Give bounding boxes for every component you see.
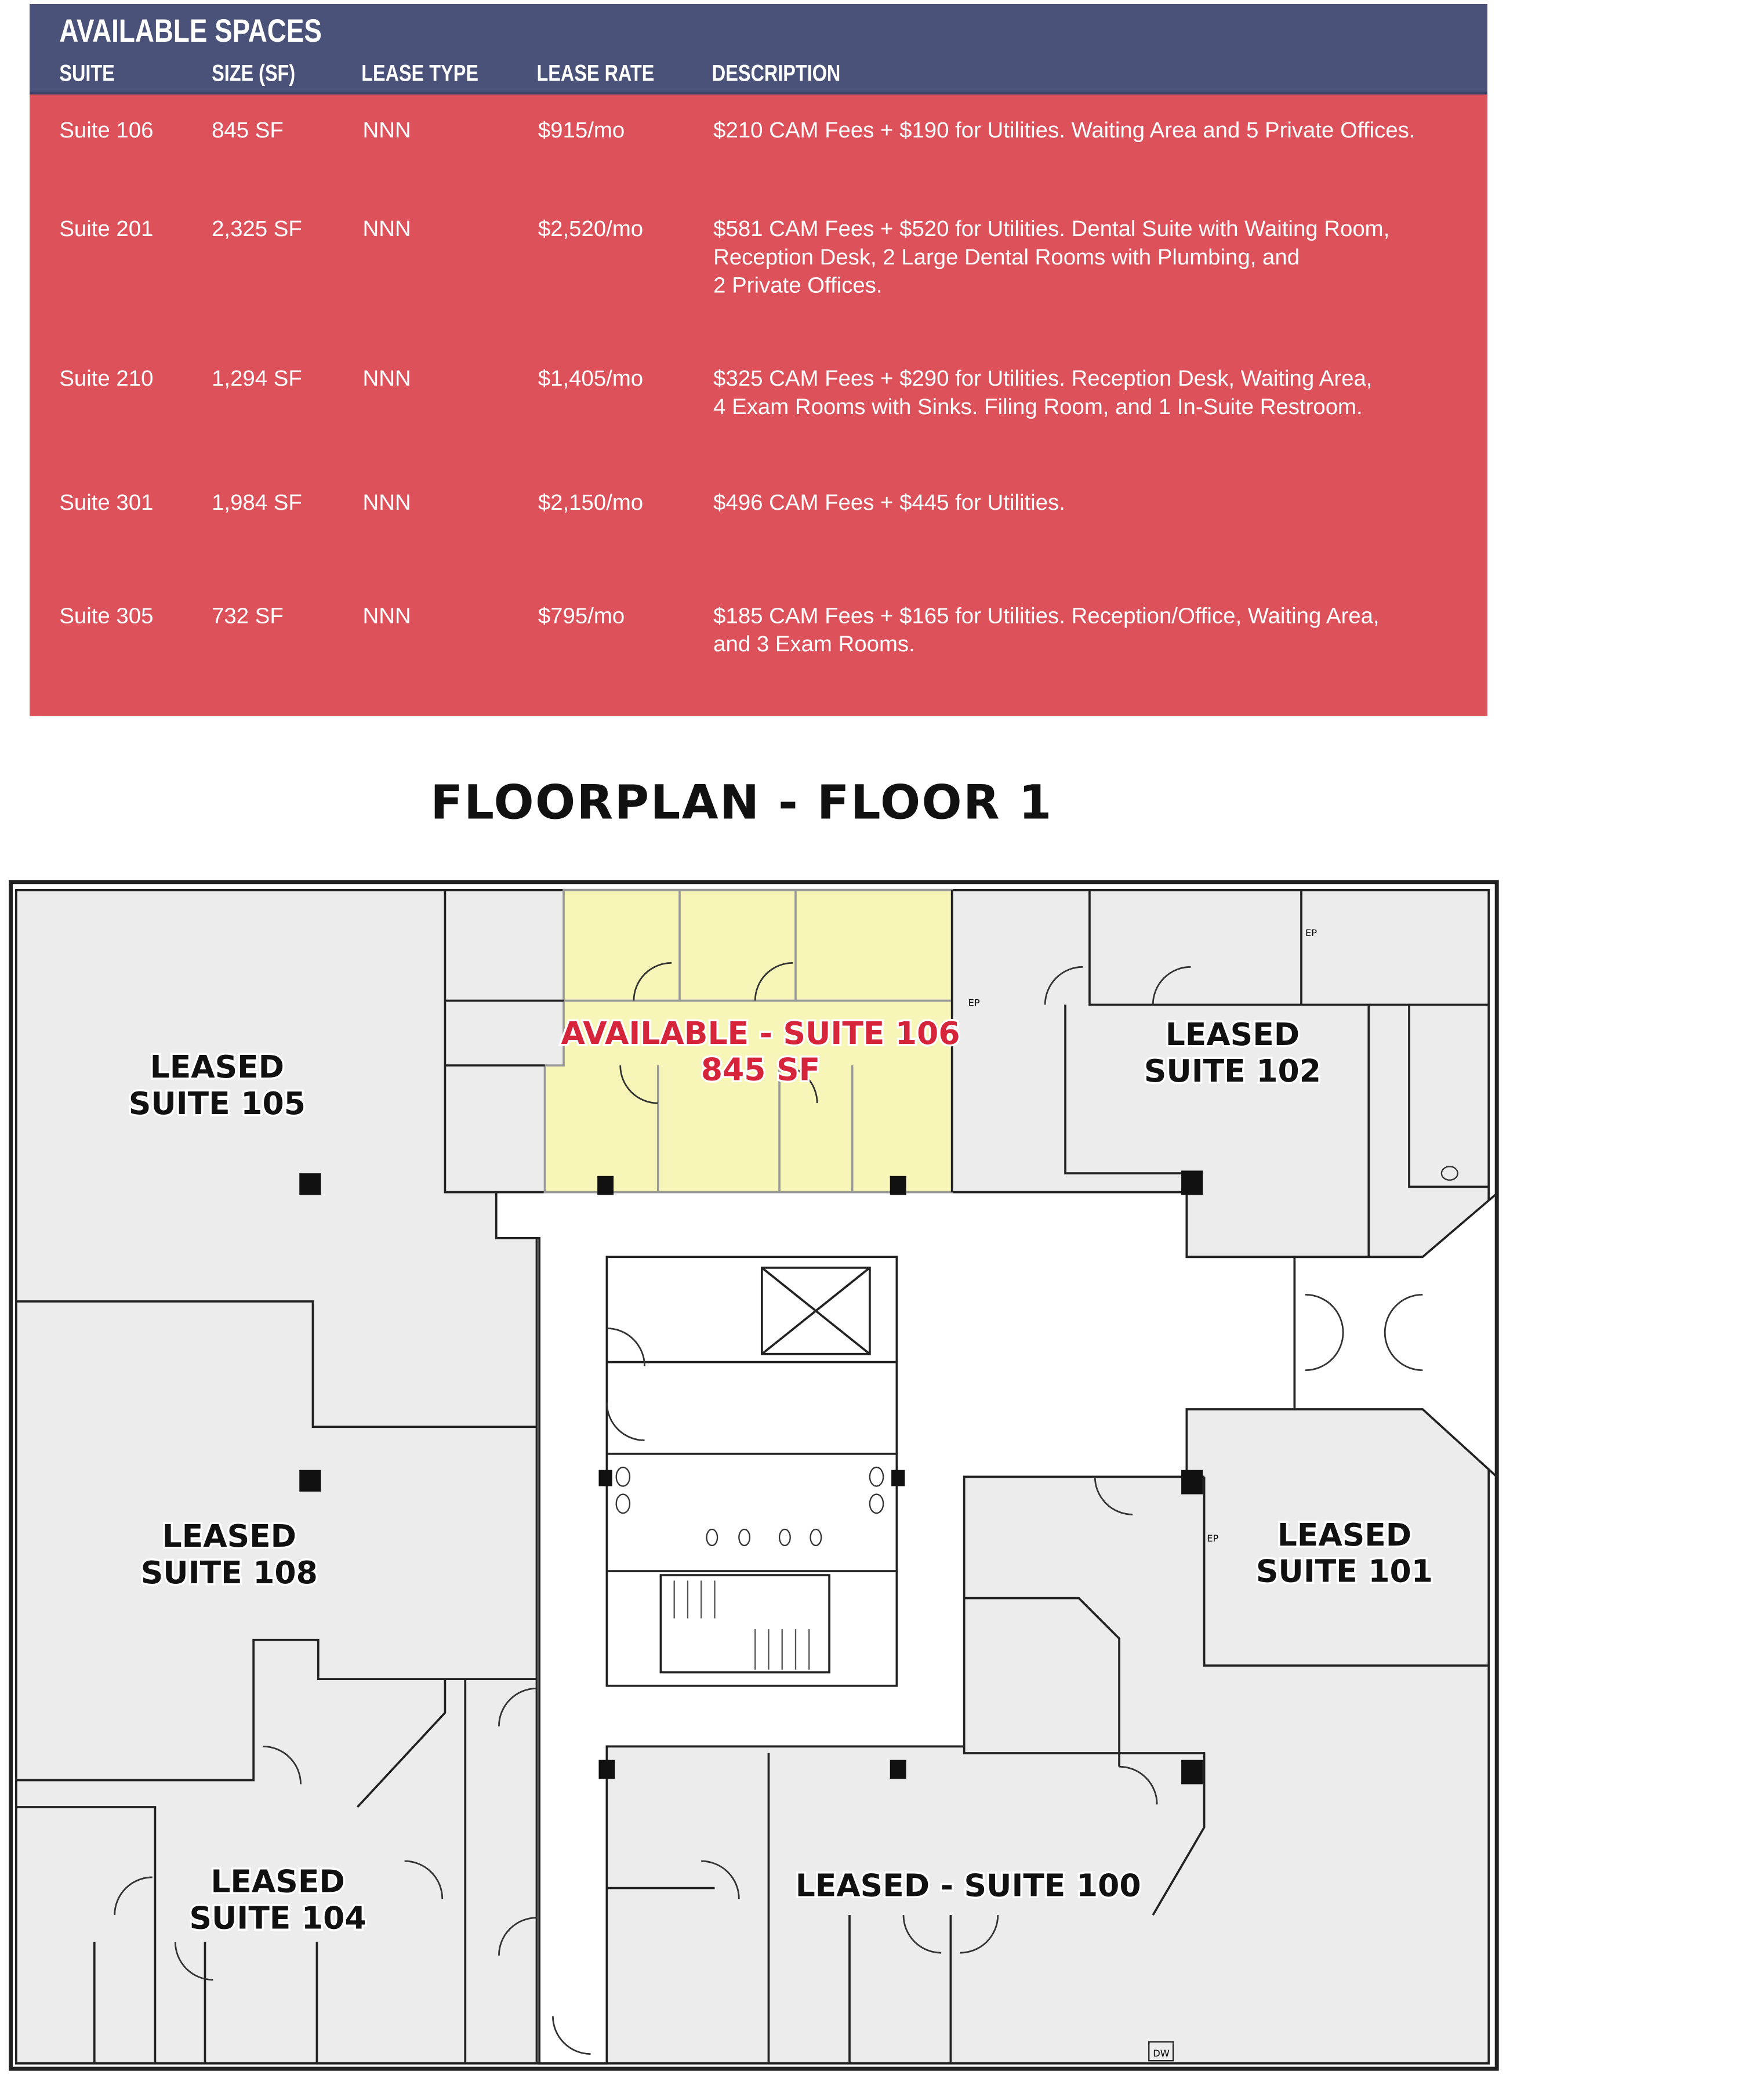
suite-108-label: SUITE 108 [141, 1554, 318, 1591]
suite-105-status: LEASED [150, 1049, 284, 1085]
suite-106-label: AVAILABLE - SUITE 106 [561, 1015, 960, 1051]
column-lease-rate: LEASE RATE [536, 60, 655, 86]
size-cell: 732 SF [212, 604, 284, 629]
structural-columns [299, 1170, 1203, 1785]
dw-label: DW [1153, 2048, 1170, 2059]
lease-rate-cell: $2,520/mo [538, 217, 644, 242]
description-cell: $325 CAM Fees + $290 for Utilities. Rece… [713, 367, 1373, 420]
suite-102-label: SUITE 102 [1144, 1053, 1321, 1089]
ep-label: EP [968, 998, 980, 1009]
column-suite: SUITE [59, 60, 115, 86]
table-title: AVAILABLE SPACES [59, 13, 322, 50]
lease-rate-cell: $2,150/mo [538, 491, 644, 516]
suite-105-label: SUITE 105 [129, 1085, 306, 1122]
suite-104-status: LEASED [210, 1863, 344, 1900]
suite-101-label: SUITE 101 [1256, 1553, 1433, 1590]
size-cell: 2,325 SF [212, 217, 302, 242]
description-cell: $496 CAM Fees + $445 for Utilities. [713, 491, 1065, 516]
suite-108-status: LEASED [162, 1518, 296, 1554]
description-cell: $185 CAM Fees + $165 for Utilities. Rece… [713, 604, 1380, 657]
floorplan-title: FLOORPLAN - FLOOR 1 [430, 777, 1053, 831]
suite-102-status: LEASED [1166, 1016, 1300, 1053]
suite-cell: Suite 305 [59, 604, 154, 629]
table-header: AVAILABLE SPACES SUITE SIZE (SF) LEASE T… [30, 3, 1487, 95]
suite-104-label: SUITE 104 [190, 1899, 366, 1936]
lease-type-cell: NNN [362, 217, 411, 242]
suite-101-status: LEASED [1277, 1517, 1411, 1553]
lease-rate-cell: $915/mo [538, 118, 625, 143]
size-cell: 1,984 SF [212, 491, 302, 516]
column-lease-type: LEASE TYPE [361, 60, 478, 86]
suite-cell: Suite 201 [59, 217, 154, 242]
lease-type-cell: NNN [362, 118, 411, 143]
suite-cell: Suite 106 [59, 118, 154, 143]
size-cell: 1,294 SF [212, 367, 302, 391]
column-description: DESCRIPTION [712, 60, 841, 86]
lease-rate-cell: $1,405/mo [538, 367, 644, 391]
description-cell: $210 CAM Fees + $190 for Utilities. Wait… [713, 118, 1416, 143]
lease-rate-cell: $795/mo [538, 604, 625, 629]
ep-label: EP [1305, 927, 1317, 938]
suite-cell: Suite 301 [59, 491, 154, 516]
lease-type-cell: NNN [362, 367, 411, 391]
suite-cell: Suite 210 [59, 367, 154, 391]
suite-100-label: LEASED - SUITE 100 [796, 1867, 1141, 1904]
lease-type-cell: NNN [362, 491, 411, 516]
size-cell: 845 SF [212, 118, 284, 143]
ep-label: EP [1207, 1533, 1218, 1544]
suite-106-size: 845 SF [701, 1051, 820, 1088]
column-size: SIZE (SF) [212, 60, 296, 86]
lease-type-cell: NNN [362, 604, 411, 629]
description-cell: $581 CAM Fees + $520 for Utilities. Dent… [713, 217, 1390, 298]
available-spaces-table: AVAILABLE SPACES SUITE SIZE (SF) LEASE T… [30, 3, 1487, 716]
